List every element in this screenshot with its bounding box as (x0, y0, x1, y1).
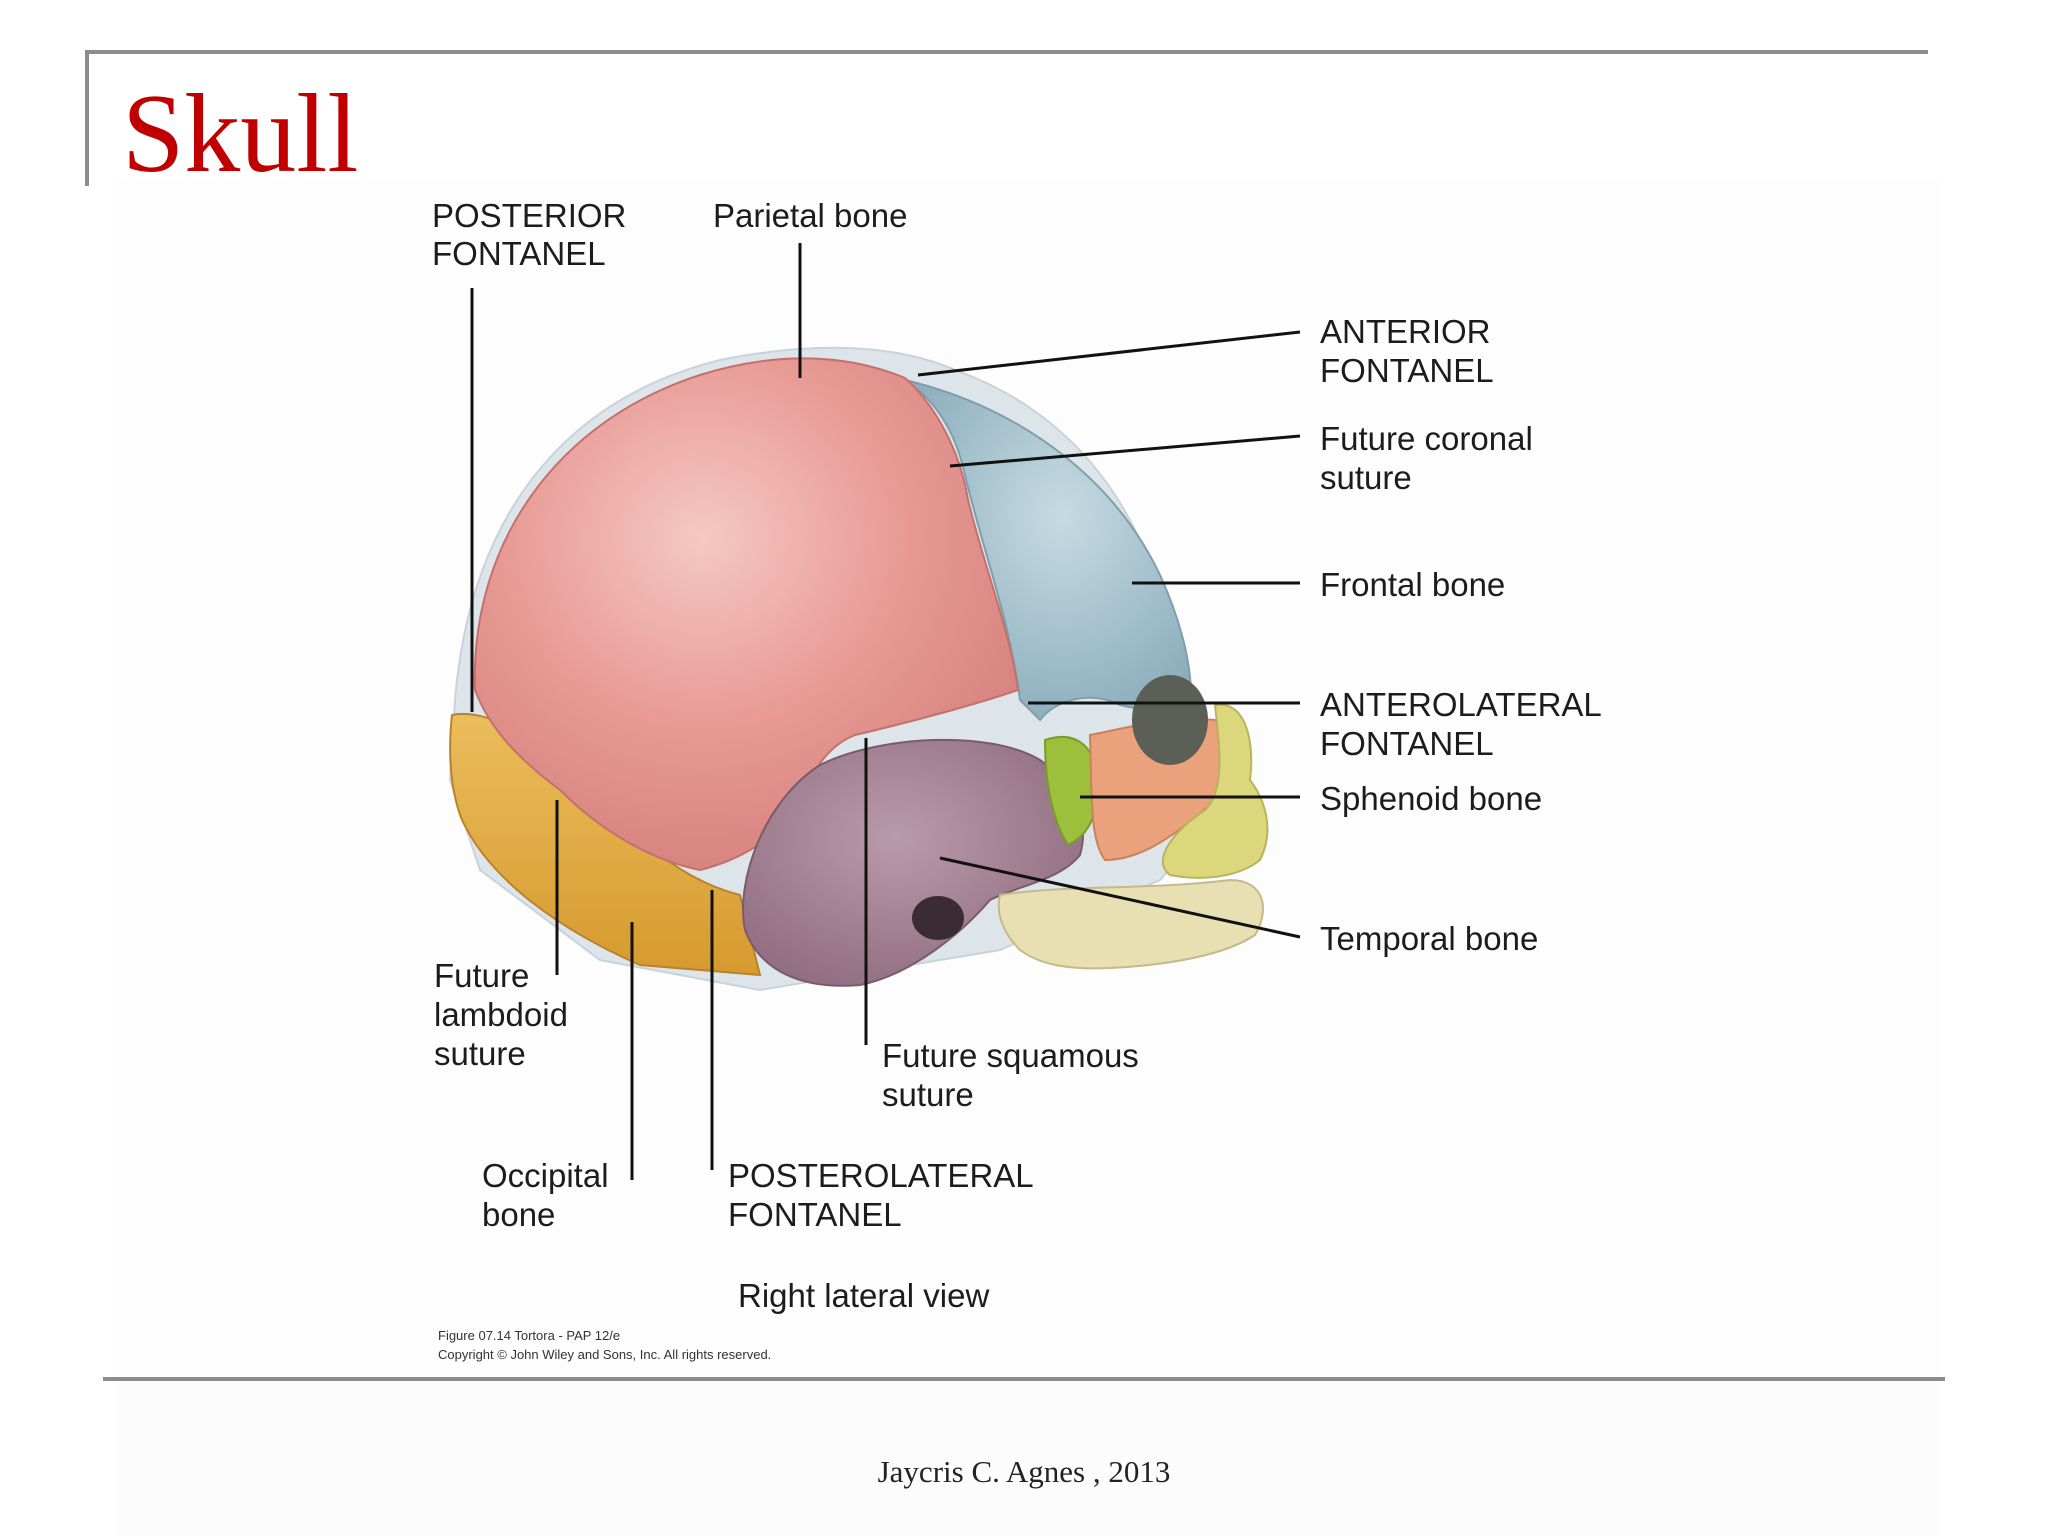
label-anterolateral-fontanel-line2: FONTANEL (1320, 725, 1494, 762)
label-lambdoid-suture-line3: suture (434, 1035, 526, 1072)
label-sphenoid-bone: Sphenoid bone (1320, 780, 1542, 817)
figure-caption-line2: Copyright © John Wiley and Sons, Inc. Al… (438, 1347, 771, 1362)
label-posterolateral-fontanel-line2: FONTANEL (728, 1196, 902, 1233)
label-lambdoid-suture-line2: lambdoid (434, 996, 568, 1033)
label-coronal-suture-line2: suture (1320, 459, 1412, 496)
label-posterior-fontanel-line2: FONTANEL (432, 235, 606, 272)
leader-coronal-suture (949, 434, 1301, 468)
label-squamous-suture-line1: Future squamous (882, 1037, 1139, 1074)
leader-anterior-fontanel (917, 330, 1301, 377)
label-parietal-bone: Parietal bone (713, 197, 907, 234)
orbit (1132, 675, 1208, 765)
label-anterior-fontanel-line2: FONTANEL (1320, 352, 1494, 389)
label-posterolateral-fontanel-line1: POSTEROLATERAL (728, 1157, 1034, 1194)
view-label: Right lateral view (738, 1277, 989, 1314)
temporal-bone (742, 738, 1085, 987)
label-anterolateral-fontanel-line1: ANTEROLATERAL (1320, 686, 1602, 723)
figure-caption-line1: Figure 07.14 Tortora - PAP 12/e (438, 1328, 620, 1343)
label-coronal-suture-line1: Future coronal (1320, 420, 1533, 457)
parietal-bone (473, 357, 1020, 872)
slide-bottom-rule (103, 1377, 1945, 1381)
label-occipital-bone-line2: bone (482, 1196, 555, 1233)
label-posterior-fontanel-line1: POSTERIOR (432, 197, 626, 234)
leader-temporal-bone (939, 856, 1301, 939)
label-squamous-suture-line2: suture (882, 1076, 974, 1113)
mandible (997, 878, 1264, 970)
label-anterior-fontanel-line1: ANTERIOR (1320, 313, 1491, 350)
label-frontal-bone: Frontal bone (1320, 566, 1505, 603)
maxilla (1161, 703, 1269, 879)
footer-band (118, 1381, 1940, 1536)
label-lambdoid-suture-line1: Future (434, 957, 529, 994)
label-temporal-bone: Temporal bone (1320, 920, 1538, 957)
footer-credit: Jaycris C. Agnes , 2013 (877, 1454, 1171, 1489)
slide-title: Skull (122, 72, 359, 196)
label-occipital-bone-line1: Occipital (482, 1157, 609, 1194)
sphenoid-bone (1043, 735, 1100, 847)
external-acoustic-meatus (912, 896, 964, 940)
slide-left-rule (85, 50, 89, 186)
slide-top-rule (85, 50, 1928, 54)
